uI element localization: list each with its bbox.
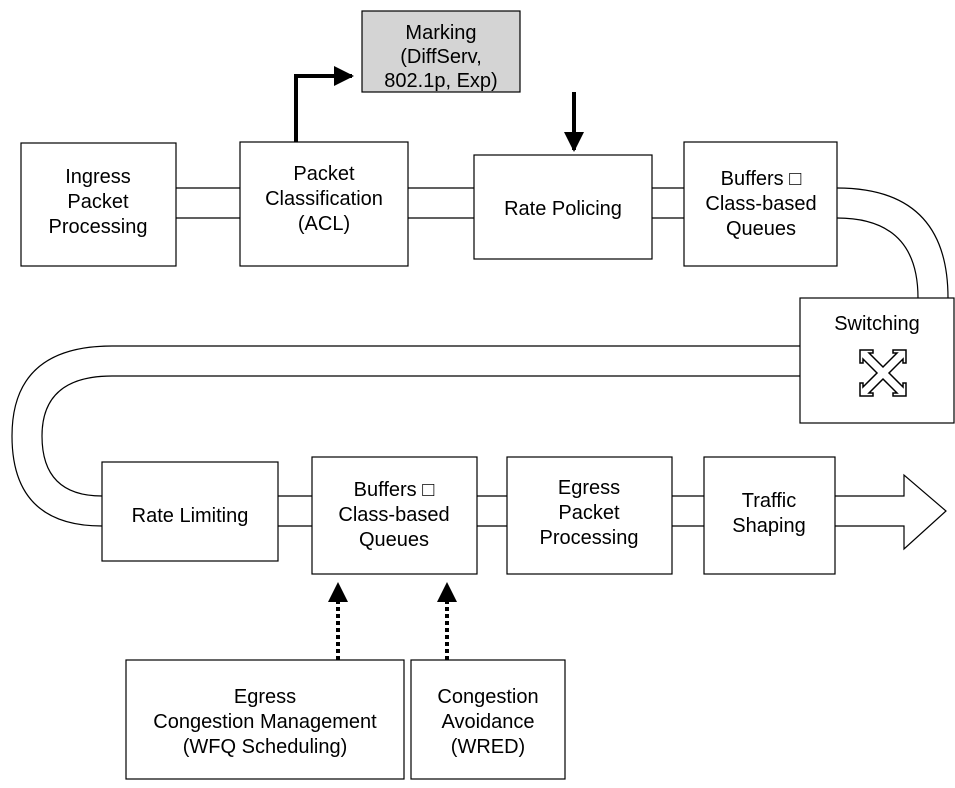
label-line: Processing	[540, 527, 639, 549]
box-ingress-packet-processing: Ingress Packet Processing	[20, 142, 177, 267]
box-traffic-shaping: Traffic Shaping	[703, 456, 836, 575]
box-rate-policing: Rate Policing	[473, 154, 653, 260]
label-line: Rate Limiting	[132, 505, 249, 527]
label-line: (DiffServ,	[400, 46, 482, 68]
label-line: Rate Policing	[504, 198, 622, 220]
label-line: Buffers □	[354, 479, 435, 501]
box-buffers-top: Buffers □ Class-based Queues	[683, 141, 838, 267]
label-line: Switching	[834, 313, 920, 335]
label-line: Egress	[558, 477, 620, 499]
label-line: Queues	[726, 218, 796, 240]
output-arrow	[835, 473, 947, 551]
label-line: Buffers □	[721, 168, 802, 190]
label-line: Avoidance	[441, 711, 534, 733]
four-way-arrows-icon	[859, 349, 907, 397]
label-line: Congestion	[437, 686, 538, 708]
label-line: 802.1p, Exp)	[384, 70, 497, 92]
label-line: Packet	[558, 502, 620, 524]
label-line: Queues	[359, 529, 429, 551]
label-line: Class-based	[338, 504, 449, 526]
box-rate-limiting: Rate Limiting	[101, 461, 279, 562]
label-line: Congestion Management	[153, 711, 377, 733]
label-line: Marking	[405, 22, 476, 44]
label-line: Processing	[49, 216, 148, 238]
box-marking: Marking (DiffServ, 802.1p, Exp)	[361, 10, 521, 93]
box-switching: Switching	[799, 297, 955, 424]
classification-to-marking-arrow	[294, 66, 354, 142]
packet-flow-pipe	[11, 187, 949, 527]
label-line: Packet	[293, 163, 355, 185]
label-line: Class-based	[705, 193, 816, 215]
label-line: Ingress	[65, 166, 131, 188]
label-line: Egress	[234, 686, 296, 708]
box-congestion-avoidance: Congestion Avoidance (WRED)	[410, 659, 566, 780]
label-line: (ACL)	[298, 213, 350, 235]
box-egress-packet-processing: Egress Packet Processing	[506, 456, 673, 575]
box-packet-classification: Packet Classification (ACL)	[239, 141, 409, 267]
label-line: Traffic	[742, 490, 796, 512]
box-buffers-bottom: Buffers □ Class-based Queues	[311, 456, 478, 575]
label-line: Shaping	[732, 515, 805, 537]
label-line: Packet	[67, 191, 129, 213]
label-line: (WRED)	[451, 736, 525, 758]
label-line: (WFQ Scheduling)	[183, 736, 348, 758]
box-egress-congestion-management: Egress Congestion Management (WFQ Schedu…	[125, 659, 405, 780]
label-line: Classification	[265, 188, 383, 210]
